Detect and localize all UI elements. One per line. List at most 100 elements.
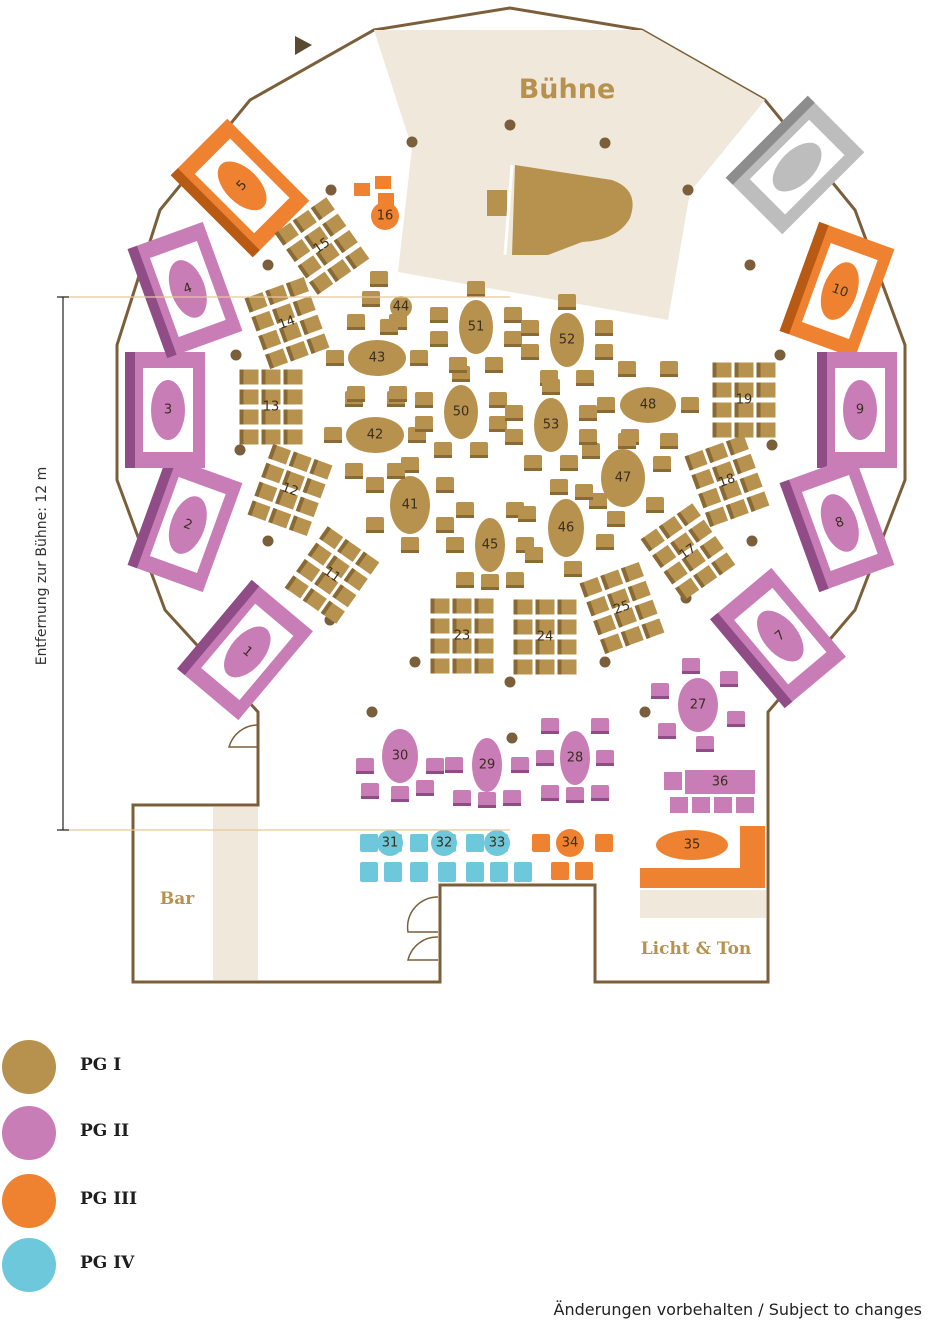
seat-number: 27 — [690, 698, 707, 713]
seat-table[interactable]: 28 — [536, 718, 614, 803]
seat-block[interactable]: 17 — [640, 503, 736, 601]
seat-number: 34 — [562, 836, 579, 851]
loge-box[interactable]: 1 — [177, 579, 313, 721]
legend-item-pg1: PG I — [0, 1040, 300, 1096]
seat-table[interactable]: 44 — [362, 271, 412, 335]
legend-label: PG II — [80, 1121, 130, 1141]
seat-block[interactable]: 18 — [684, 434, 770, 528]
seat-table[interactable]: 27 — [651, 658, 745, 752]
bar-label: Bar — [160, 889, 195, 909]
seat-table[interactable]: 29 — [445, 738, 529, 808]
seat-table[interactable]: 51 — [430, 281, 522, 373]
seat-table[interactable]: 53 — [505, 379, 597, 471]
legend-label: PG IV — [80, 1253, 135, 1273]
seat-block[interactable]: 13 — [239, 369, 303, 445]
pillar — [744, 259, 756, 271]
bar-strip — [213, 807, 258, 980]
seat-number: 24 — [537, 630, 554, 645]
legend-label: PG III — [80, 1189, 138, 1209]
seat-table[interactable]: 41 — [366, 457, 454, 553]
piano-icon — [487, 164, 633, 256]
pillar — [682, 184, 694, 196]
tech-label: Licht & Ton — [641, 939, 752, 959]
seat-table[interactable]: 46 — [518, 479, 614, 577]
pg3-swatch-icon — [2, 1174, 56, 1228]
seat-number: 3 — [164, 403, 172, 418]
seat-number: 31 — [382, 836, 399, 851]
tech-strip — [640, 890, 766, 918]
legend-label: PG I — [80, 1055, 122, 1075]
seat-block[interactable]: 23 — [430, 598, 494, 674]
pillar — [406, 136, 418, 148]
stage-label: Bühne — [519, 74, 616, 105]
seat-table[interactable]: 34 — [532, 829, 613, 880]
loge-box[interactable]: 9 — [817, 352, 897, 468]
seat-block[interactable]: 25 — [579, 561, 665, 655]
loge-box[interactable]: 3 — [125, 352, 205, 468]
pillar — [234, 444, 246, 456]
pillar — [774, 349, 786, 361]
seat-block[interactable]: 15 — [274, 197, 370, 295]
seat-block[interactable]: 24 — [513, 599, 577, 675]
distance-label: Entfernung zur Bühne: 12 m — [34, 467, 50, 666]
pillar — [599, 656, 611, 668]
seat-number: 50 — [453, 405, 470, 420]
seat-block[interactable]: 16 — [354, 176, 399, 230]
pillar — [506, 732, 518, 744]
pillar — [409, 656, 421, 668]
seat-number: 25 — [612, 598, 633, 618]
seat-number: 9 — [856, 403, 864, 418]
seat-number: 35 — [684, 838, 701, 853]
pg4-swatch-icon — [2, 1238, 56, 1292]
loge-box[interactable]: 8 — [779, 455, 895, 593]
seat-table[interactable]: 36 — [664, 770, 755, 813]
distance-indicator: Entfernung zur Bühne: 12 m — [34, 296, 510, 831]
pillar — [599, 137, 611, 149]
seat-number: 52 — [559, 333, 576, 348]
seat-table[interactable]: 30 — [356, 729, 444, 802]
legend-item-pg3: PG III — [0, 1174, 300, 1230]
pg2-swatch-icon — [2, 1106, 56, 1160]
seat-number: 23 — [454, 629, 471, 644]
legend-item-pg4: PG IV — [0, 1238, 300, 1294]
pillar — [504, 676, 516, 688]
loge-box[interactable]: 7 — [710, 567, 846, 709]
seat-table[interactable]: 35 — [640, 826, 765, 888]
seat-block[interactable]: 14 — [244, 276, 330, 370]
seat-number: 12 — [280, 480, 301, 500]
pillar — [325, 184, 337, 196]
pg1-swatch-icon — [2, 1040, 56, 1094]
seat-block[interactable]: 11 — [284, 526, 380, 624]
seat-number: 53 — [543, 418, 560, 433]
seat-number: 45 — [482, 538, 499, 553]
seat-table[interactable]: 52 — [521, 294, 613, 386]
legend-item-pg2: PG II — [0, 1106, 300, 1162]
loge-box[interactable]: 4 — [127, 221, 243, 359]
seat-block[interactable]: 12 — [247, 443, 333, 537]
pillar — [639, 706, 651, 718]
seat-table[interactable]: 47 — [575, 429, 671, 527]
pillar — [230, 349, 242, 361]
door-icon — [228, 724, 439, 961]
seat-block[interactable]: 19 — [712, 362, 776, 438]
seat-table[interactable]: 48 — [597, 361, 699, 449]
pillar — [746, 535, 758, 547]
seat-number: 16 — [377, 209, 394, 224]
seat-number: 47 — [615, 471, 632, 486]
seat-number: 14 — [277, 313, 298, 333]
seat-number: 10 — [829, 281, 850, 301]
seat-number: 41 — [402, 498, 419, 513]
loge-box[interactable]: 10 — [779, 221, 895, 359]
pillar — [366, 706, 378, 718]
pillar — [504, 119, 516, 131]
footnote: Änderungen vorbehalten / Subject to chan… — [553, 1300, 922, 1319]
loge-box[interactable]: 2 — [127, 455, 243, 593]
seat-number: 43 — [369, 351, 386, 366]
loge-box[interactable]: 5 — [170, 118, 310, 258]
loge-box[interactable] — [725, 95, 865, 235]
seat-number: 42 — [367, 428, 384, 443]
